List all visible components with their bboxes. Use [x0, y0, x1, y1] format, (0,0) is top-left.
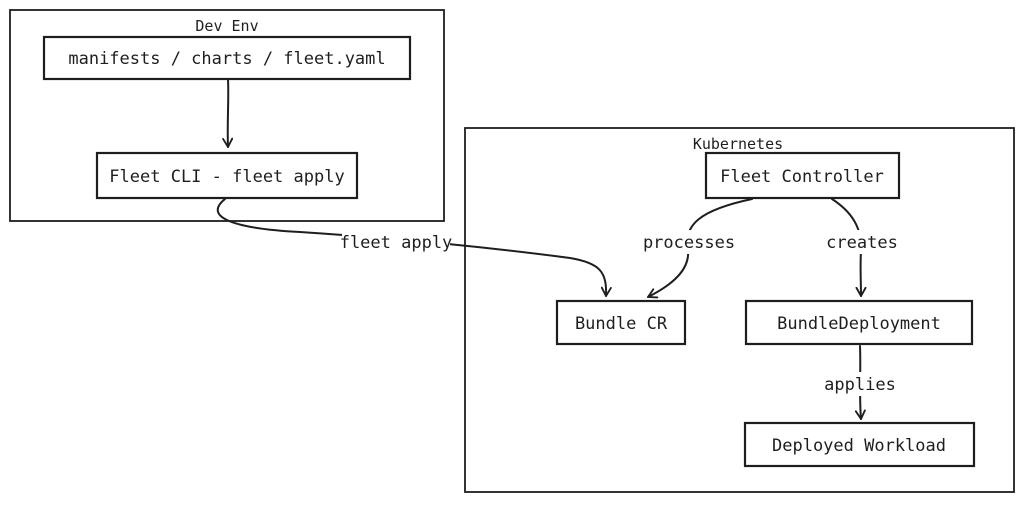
node-box	[744, 299, 974, 346]
arrow-manifests-to-cli	[222, 78, 234, 148]
edge-label-bg	[638, 230, 740, 254]
edge-controller-to-bd: creates	[820, 198, 904, 297]
edge-label-processes: processes	[643, 233, 735, 253]
node-fleet-controller[interactable]: Fleet Controller	[704, 151, 901, 200]
edge-label-applies: applies	[824, 375, 896, 395]
node-fleet-cli[interactable]: Fleet CLI - fleet apply	[95, 151, 359, 200]
kubernetes-frame	[464, 127, 1015, 493]
node-manifests[interactable]: manifests / charts / fleet.yaml	[42, 35, 412, 81]
edge-label-bg	[820, 230, 904, 254]
edge-bd-to-workload: applies	[823, 345, 897, 420]
node-box	[743, 421, 976, 468]
node-label-deployed-workload: Deployed Workload	[772, 436, 946, 456]
node-box	[704, 151, 901, 200]
group-kubernetes: Kubernetes	[464, 127, 1015, 493]
edge-controller-to-bundle: processes	[638, 198, 753, 299]
edge-label-fleet-apply: fleet apply	[340, 233, 453, 253]
node-bundle-deployment[interactable]: BundleDeployment	[744, 299, 974, 346]
edge-manifests-to-cli	[222, 78, 234, 148]
node-box	[555, 299, 687, 346]
edge-label-creates: creates	[826, 233, 898, 253]
node-label-bundle-deployment: BundleDeployment	[777, 314, 941, 334]
node-deployed-workload[interactable]: Deployed Workload	[743, 421, 976, 468]
kubernetes-title: Kubernetes	[693, 135, 783, 153]
edge-label-bg	[823, 372, 897, 396]
node-label-manifests: manifests / charts / fleet.yaml	[68, 49, 385, 69]
dev-env-title: Dev Env	[195, 17, 258, 35]
node-label-fleet-controller: Fleet Controller	[720, 167, 884, 187]
edge-label-bg	[342, 230, 450, 254]
node-label-fleet-cli: Fleet CLI - fleet apply	[109, 167, 344, 187]
node-box	[42, 35, 412, 81]
node-label-bundle-cr: Bundle CR	[575, 314, 668, 334]
node-box	[95, 151, 359, 200]
edge-cli-to-bundle: fleet apply	[216, 198, 612, 297]
node-bundle-cr[interactable]: Bundle CR	[555, 299, 687, 346]
